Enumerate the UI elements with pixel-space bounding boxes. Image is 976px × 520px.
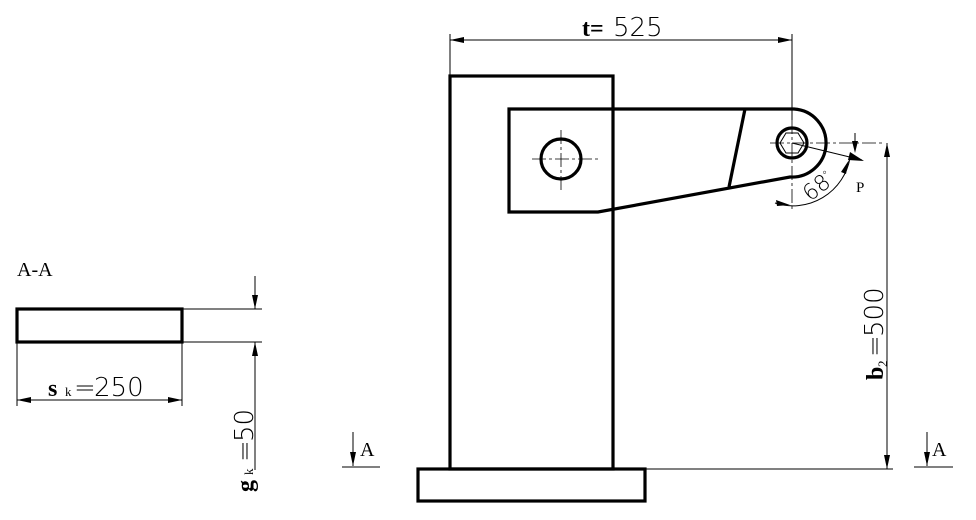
t-arrow-left	[450, 37, 464, 43]
section-marker-right-arrow	[924, 452, 930, 466]
force-label: P	[856, 180, 864, 196]
b2-arrow-top	[884, 143, 890, 157]
svg-text:500: 500	[860, 287, 890, 337]
svg-text:s: s	[48, 376, 57, 402]
gk-arrow-top	[252, 295, 258, 309]
gk-arrow-bottom	[252, 342, 258, 356]
t-arrow-right	[778, 37, 792, 43]
svg-text:250: 250	[94, 373, 144, 403]
svg-text:50: 50	[230, 409, 260, 442]
angle-arrow-top	[841, 160, 849, 174]
section-marker-left-label: A	[360, 439, 375, 461]
svg-text:=: =	[230, 440, 260, 462]
b2-dimension-label: b 2 = 500	[860, 287, 890, 380]
svg-text:525: 525	[613, 13, 663, 43]
force-tick-arrow	[852, 141, 858, 153]
sk-arrow-left	[17, 397, 31, 403]
svg-text:b: b	[863, 367, 889, 380]
svg-text:g: g	[233, 480, 259, 492]
gk-dimension-label: g k = 50	[230, 409, 260, 492]
section-marker-left-arrow	[350, 452, 356, 466]
arm-joint-line	[727, 108, 747, 188]
t-dimension-label: t= 525	[582, 13, 663, 43]
base-plate	[416, 467, 647, 503]
force-arrow	[848, 152, 864, 161]
angle-label: 68 °	[798, 168, 835, 207]
svg-text:2: 2	[875, 361, 890, 368]
svg-text:k: k	[241, 468, 256, 475]
bracket-arm	[507, 107, 828, 214]
section-title: A-A	[17, 259, 53, 281]
sk-arrow-right	[168, 397, 182, 403]
angle-arrow-bottom	[776, 200, 790, 206]
section-cross-section	[15, 307, 184, 344]
section-marker-right-label: A	[932, 439, 947, 461]
svg-text:=: =	[860, 335, 890, 357]
sk-dimension-label: s k = 250	[48, 373, 144, 403]
column	[448, 74, 615, 471]
svg-text:k: k	[65, 384, 72, 399]
b2-arrow-bottom	[884, 455, 890, 469]
svg-text:=: =	[74, 373, 96, 403]
svg-text:t=: t=	[582, 16, 604, 42]
